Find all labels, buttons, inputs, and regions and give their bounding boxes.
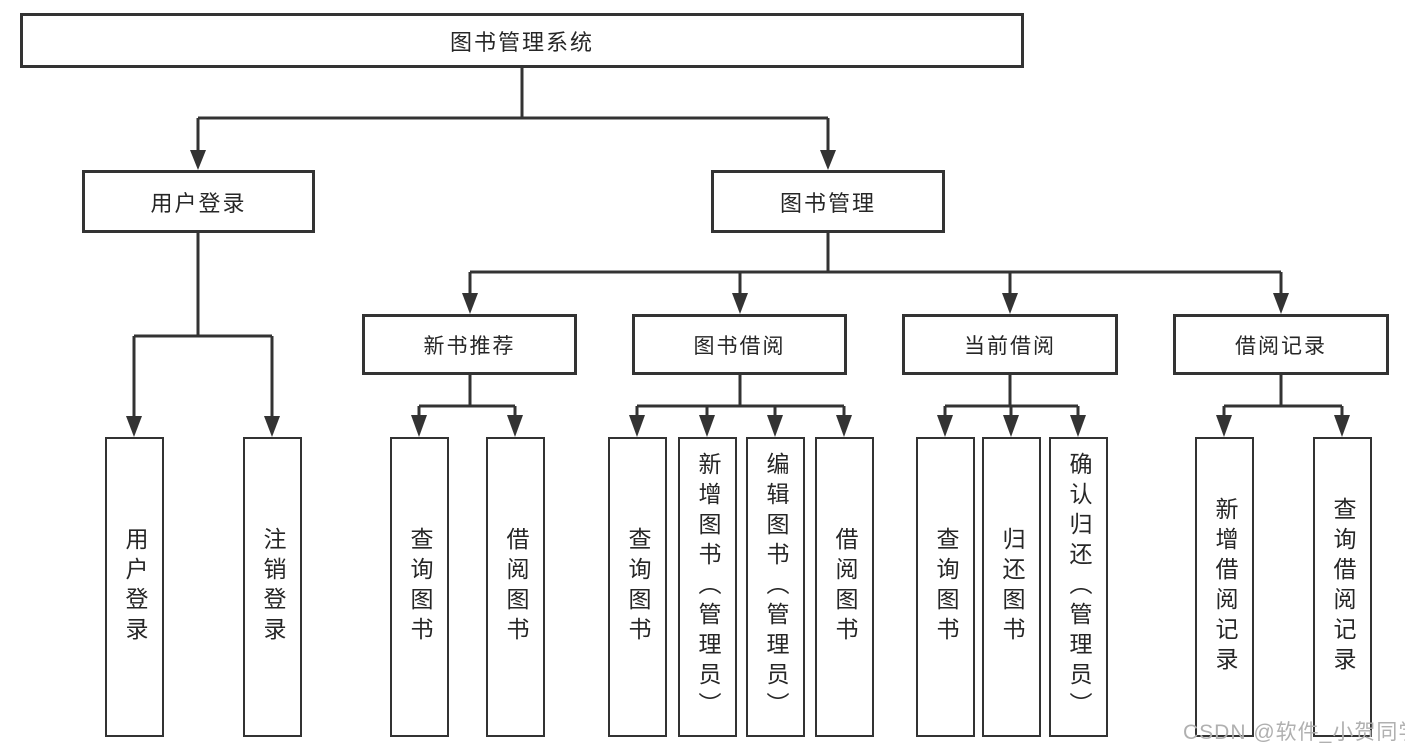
leaf-query-books-recommend: 查询图书	[390, 437, 449, 737]
leaf-add-borrow-record: 新增借阅记录	[1195, 437, 1254, 737]
leaf-confirm-return-admin: 确认归还（管理员）	[1049, 437, 1108, 737]
connector-current-borrowing-to-leaves	[943, 375, 1080, 417]
leaf-label: 查询图书	[933, 527, 959, 647]
arrowhead	[126, 416, 142, 437]
arrowhead	[1002, 293, 1018, 314]
arrowhead	[820, 150, 836, 170]
leaf-label: 编辑图书（管理员）	[763, 452, 789, 722]
leaf-query-books-borrowing: 查询图书	[608, 437, 667, 737]
connector-user-login-to-leaves	[132, 233, 274, 419]
connector-borrowing-records-to-leaves	[1222, 375, 1344, 417]
node-current-borrowing: 当前借阅	[902, 314, 1118, 375]
leaf-label: 用户登录	[122, 527, 148, 647]
leaf-query-books-current: 查询图书	[916, 437, 975, 737]
arrowhead	[507, 415, 523, 437]
leaf-edit-books-admin: 编辑图书（管理员）	[746, 437, 805, 737]
connector-book-management-to-level3	[468, 233, 1283, 296]
leaf-borrow-books-recommend: 借阅图书	[486, 437, 545, 737]
leaf-user-login: 用户登录	[105, 437, 164, 737]
watermark: CSDN @软件_小贺同学	[1183, 721, 1405, 744]
node-book-management: 图书管理	[711, 170, 945, 233]
arrowhead	[629, 415, 645, 437]
leaf-label: 借阅图书	[503, 527, 529, 647]
arrowhead	[767, 415, 783, 437]
arrowhead	[1273, 293, 1289, 314]
node-root: 图书管理系统	[20, 13, 1024, 68]
arrowhead	[937, 415, 953, 437]
arrowhead	[264, 416, 280, 437]
connector-root-to-level2	[196, 66, 830, 152]
arrowhead	[1216, 415, 1232, 437]
arrowhead	[1334, 415, 1350, 437]
arrowhead	[1003, 415, 1019, 437]
leaf-logout: 注销登录	[243, 437, 302, 737]
node-book-borrowing: 图书借阅	[632, 314, 847, 375]
leaf-return-books: 归还图书	[982, 437, 1041, 737]
leaf-label: 归还图书	[999, 527, 1025, 647]
leaf-label: 查询图书	[407, 527, 433, 647]
leaf-label: 查询图书	[625, 527, 651, 647]
node-new-book-recommend: 新书推荐	[362, 314, 577, 375]
leaf-add-books-admin: 新增图书（管理员）	[678, 437, 737, 737]
arrowhead	[836, 415, 852, 437]
leaf-label: 确认归还（管理员）	[1066, 452, 1092, 722]
arrowhead	[462, 293, 478, 314]
node-user-login: 用户登录	[82, 170, 315, 233]
leaf-label: 注销登录	[260, 527, 286, 647]
connector-new-book-recommend-to-leaves	[417, 375, 517, 417]
leaf-label: 新增图书（管理员）	[695, 452, 721, 722]
node-borrowing-records: 借阅记录	[1173, 314, 1389, 375]
arrowhead	[190, 150, 206, 170]
arrowhead	[699, 415, 715, 437]
leaf-label: 借阅图书	[832, 527, 858, 647]
leaf-label: 新增借阅记录	[1212, 497, 1238, 677]
leaf-query-borrow-record: 查询借阅记录	[1313, 437, 1372, 737]
leaf-label: 查询借阅记录	[1330, 497, 1356, 677]
arrowhead	[732, 293, 748, 314]
leaf-borrow-books-borrowing: 借阅图书	[815, 437, 874, 737]
arrowhead	[1070, 415, 1086, 437]
connector-book-borrowing-to-leaves	[635, 375, 846, 417]
arrowhead	[411, 415, 427, 437]
